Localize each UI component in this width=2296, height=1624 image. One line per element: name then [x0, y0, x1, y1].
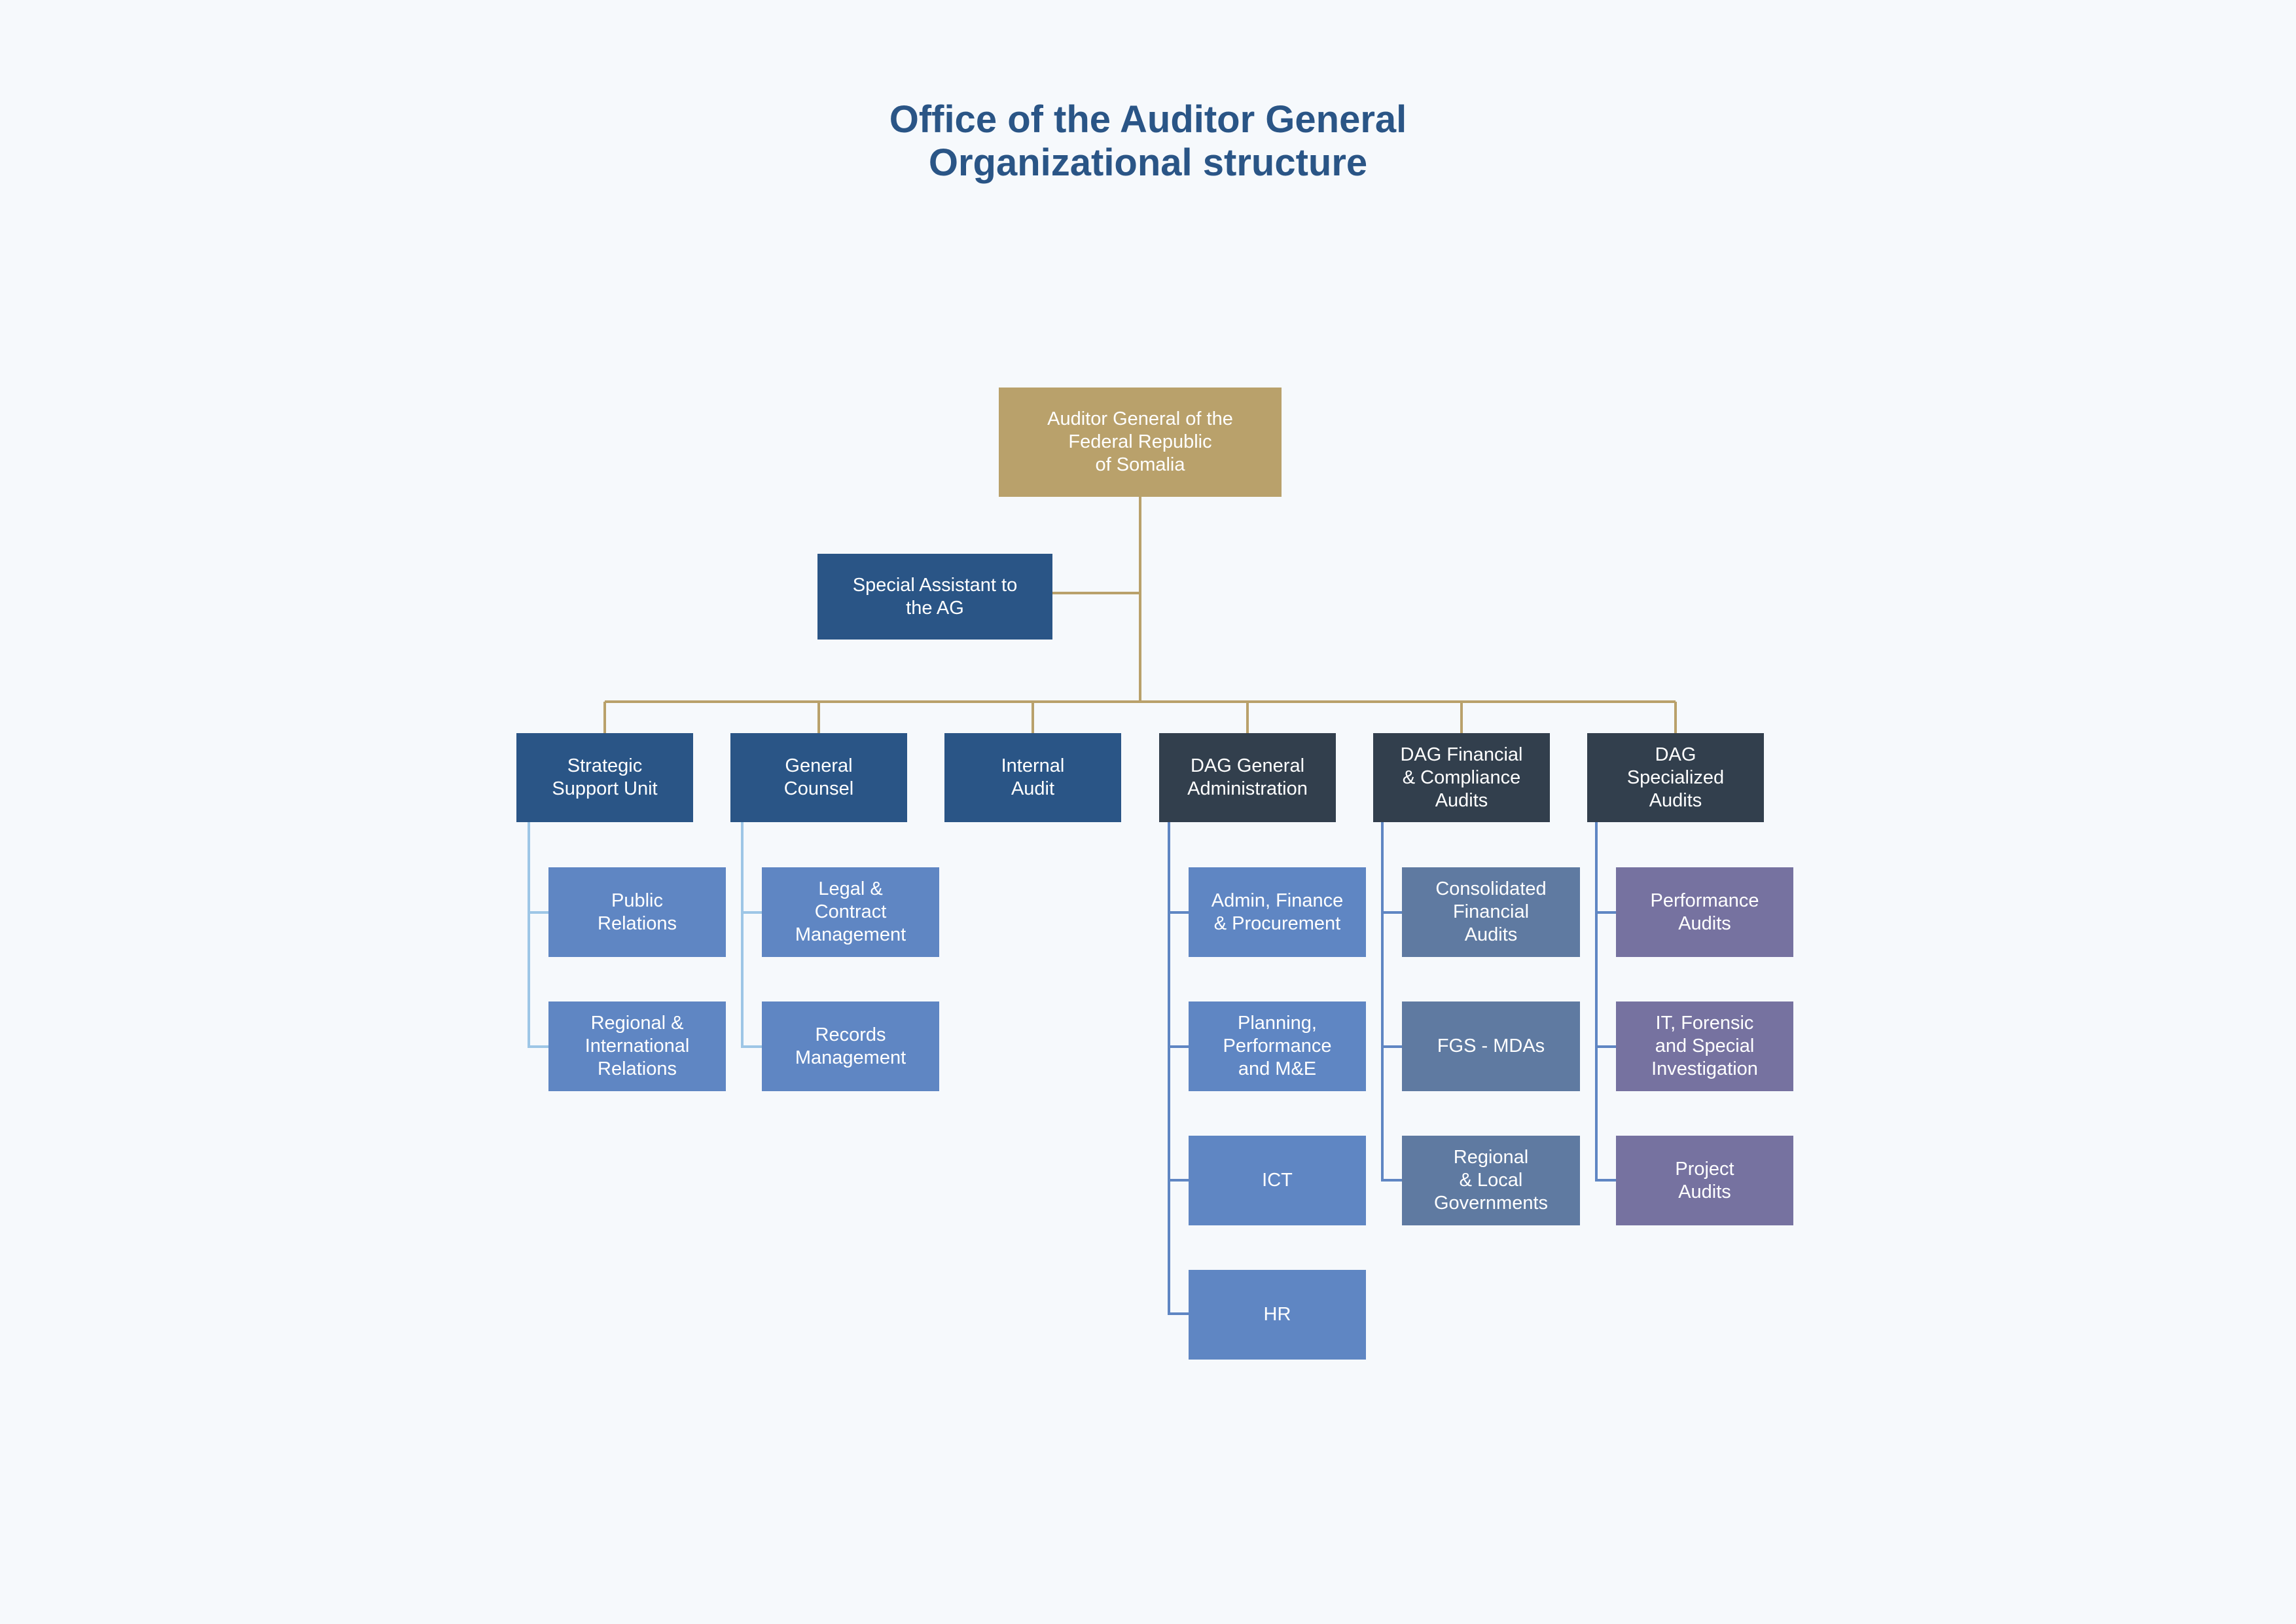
- connector-strategic-children: [528, 822, 548, 1048]
- node-records-management: Records Management: [762, 1001, 939, 1091]
- connector-specialized-children: [1595, 822, 1616, 1182]
- node-dag-specialized-audits: DAG Specialized Audits: [1587, 733, 1764, 822]
- connector-financial-children: [1381, 822, 1402, 1182]
- connector-admin-children: [1168, 822, 1189, 1315]
- node-auditor-general: Auditor General of the Federal Republic …: [999, 388, 1282, 497]
- node-general-counsel: General Counsel: [730, 733, 907, 822]
- node-project-audits: Project Audits: [1616, 1136, 1793, 1225]
- light-blue-connectors: [528, 822, 762, 1048]
- node-dag-financial-compliance: DAG Financial & Compliance Audits: [1373, 733, 1550, 822]
- node-public-relations: Public Relations: [548, 867, 726, 957]
- chart-title-line-1: Office of the Auditor General: [889, 98, 1407, 141]
- chart-title: Office of the Auditor General Organizati…: [0, 98, 2296, 185]
- chart-title-line-2: Organizational structure: [928, 141, 1368, 184]
- gold-connectors: [603, 497, 1677, 733]
- connector-counsel-children: [741, 822, 762, 1048]
- node-performance-audits: Performance Audits: [1616, 867, 1793, 957]
- node-legal-contract-management: Legal & Contract Management: [762, 867, 939, 957]
- node-regional-international-relations: Regional & International Relations: [548, 1001, 726, 1091]
- node-dag-general-administration: DAG General Administration: [1159, 733, 1336, 822]
- node-admin-finance-procurement: Admin, Finance & Procurement: [1189, 867, 1366, 957]
- node-strategic-support-unit: Strategic Support Unit: [516, 733, 693, 822]
- node-planning-performance-me: Planning, Performance and M&E: [1189, 1001, 1366, 1091]
- blue-connectors: [1168, 822, 1616, 1315]
- node-hr: HR: [1189, 1270, 1366, 1360]
- node-regional-local-governments: Regional & Local Governments: [1402, 1136, 1580, 1225]
- node-special-assistant: Special Assistant to the AG: [817, 554, 1052, 640]
- node-fgs-mdas: FGS - MDAs: [1402, 1001, 1580, 1091]
- node-internal-audit: Internal Audit: [944, 733, 1121, 822]
- node-ict: ICT: [1189, 1136, 1366, 1225]
- node-consolidated-financial-audits: Consolidated Financial Audits: [1402, 867, 1580, 957]
- node-it-forensic-special-investigation: IT, Forensic and Special Investigation: [1616, 1001, 1793, 1091]
